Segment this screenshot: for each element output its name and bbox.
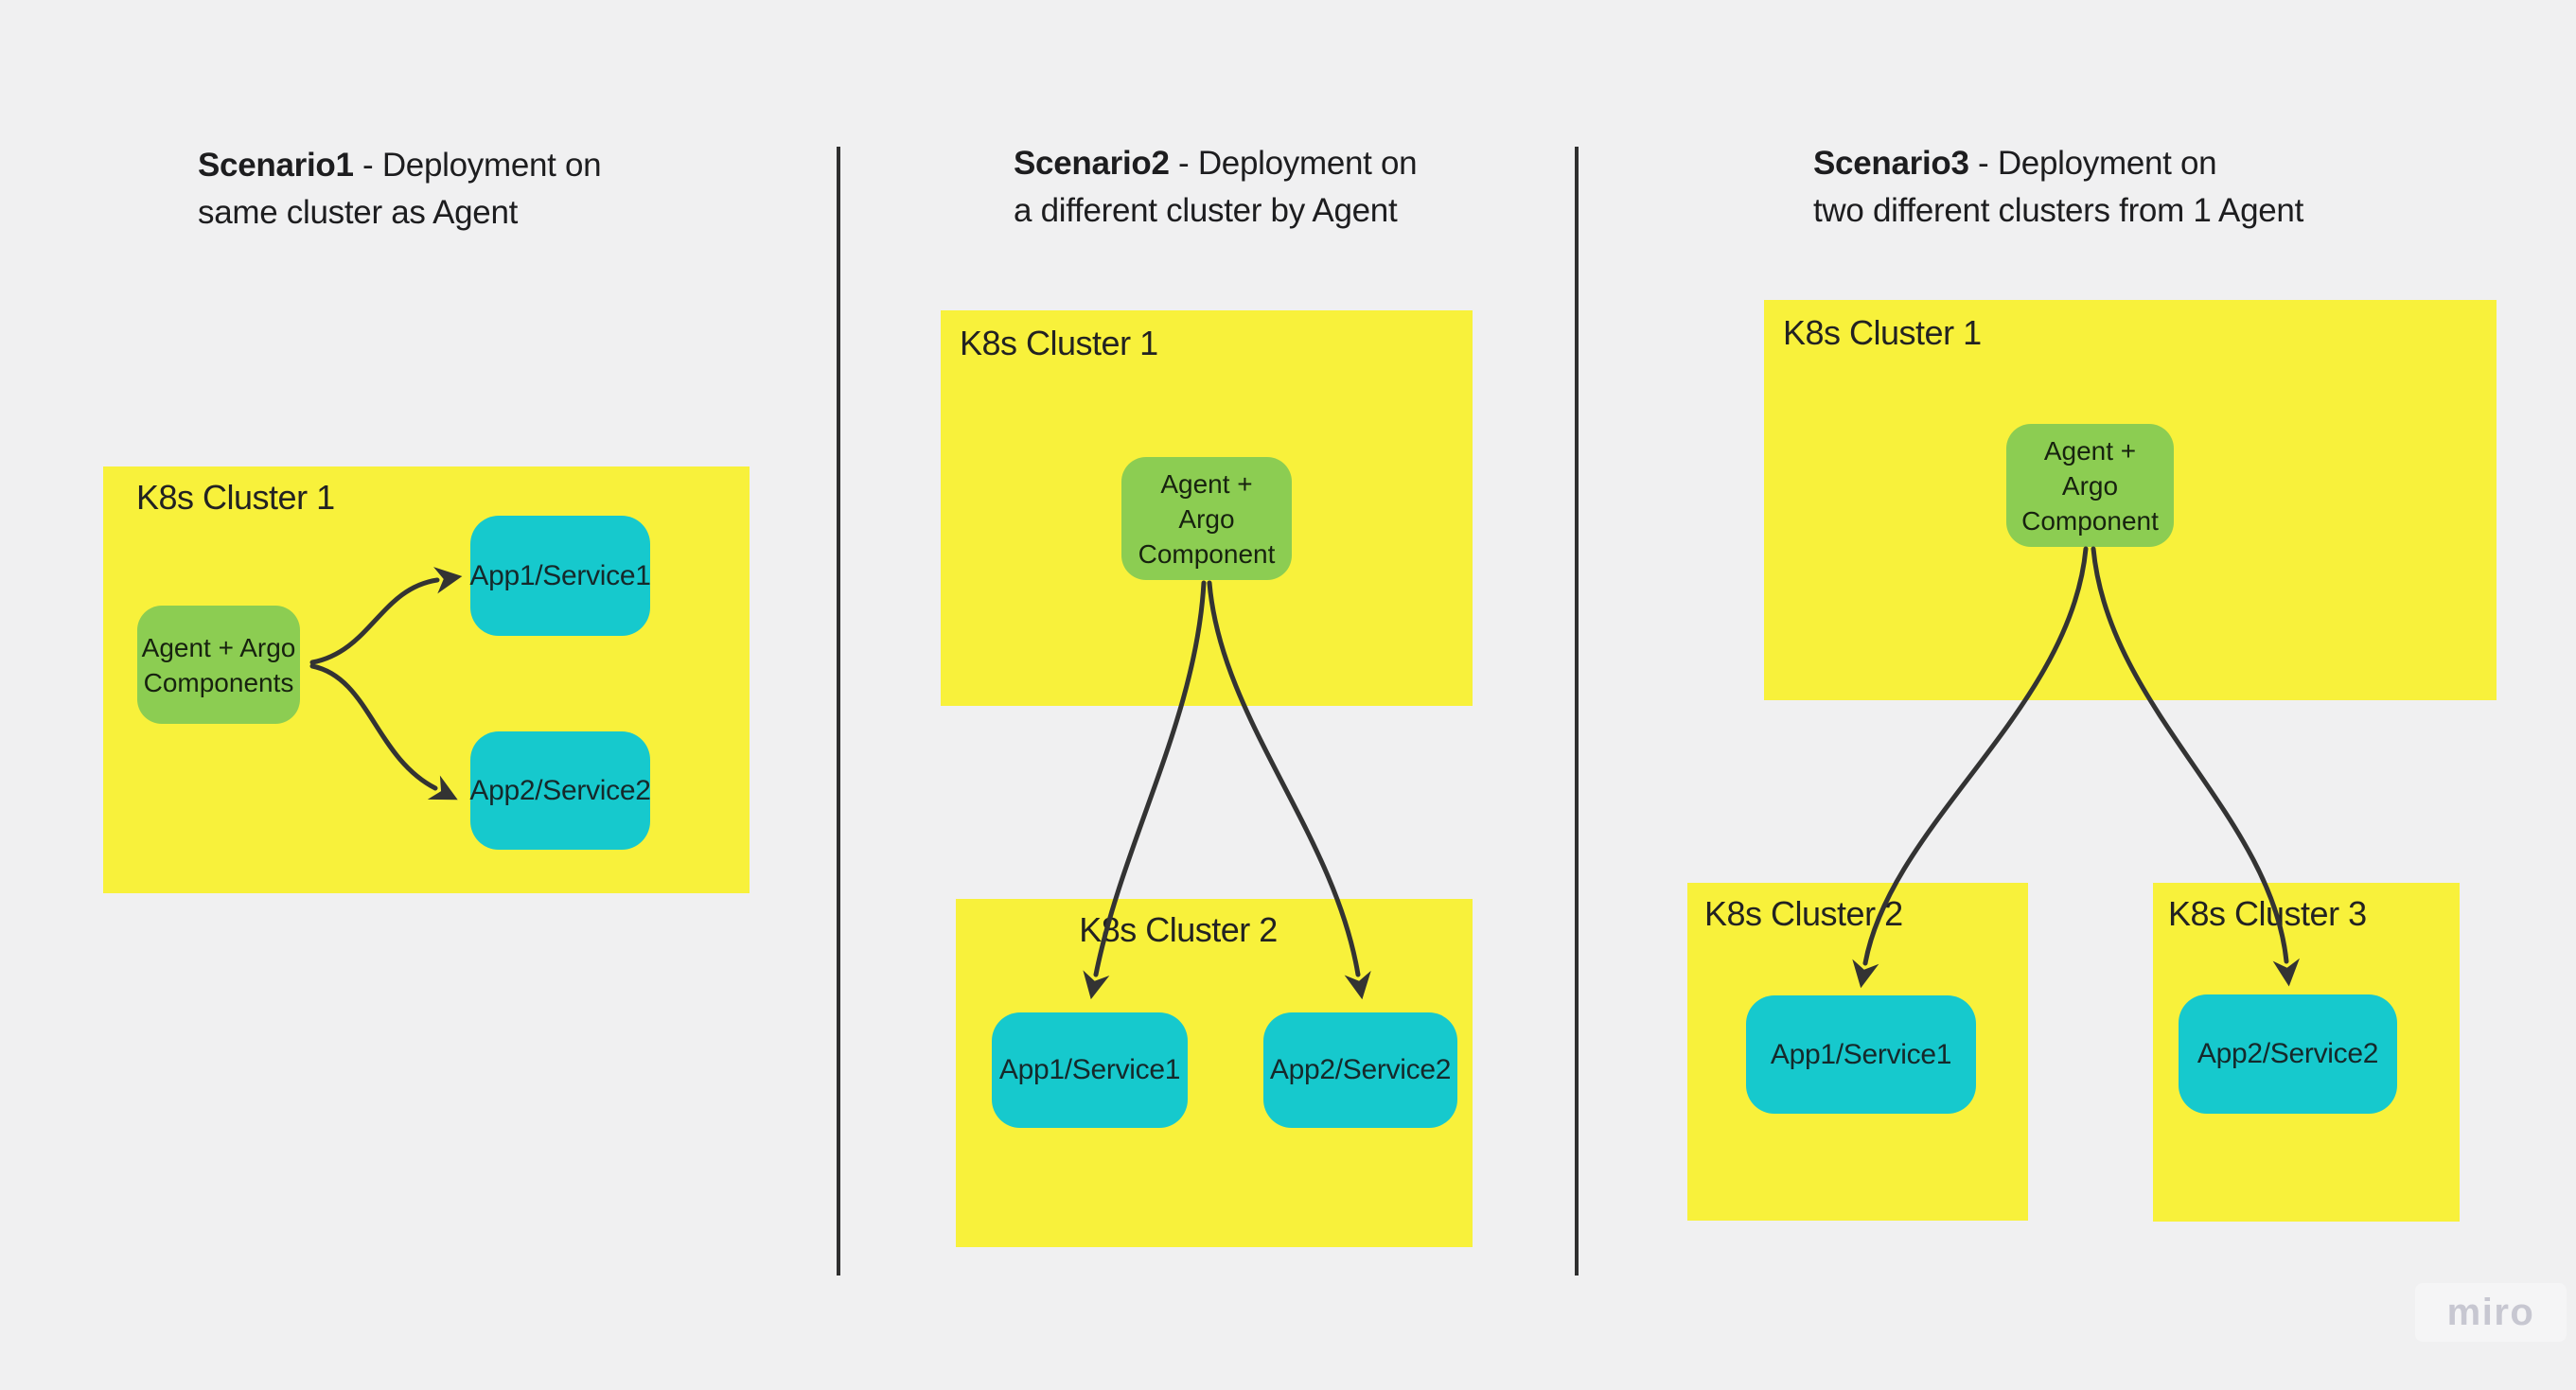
miro-watermark-chip[interactable]: miro xyxy=(2415,1283,2567,1342)
scenario1-k8s-cluster1-label: K8s Cluster 1 xyxy=(136,478,335,517)
scenario1-app1-service1-node[interactable]: App1/Service1 xyxy=(469,516,651,636)
scenario3-k8s-cluster2-label: K8s Cluster 2 xyxy=(1704,894,1903,933)
scenario2-arrow-agent-to-app1[interactable] xyxy=(1083,580,1207,1000)
scenario1-app2-service2-node[interactable]: App2/Service2 xyxy=(469,731,651,850)
scenario2-k8s-cluster1-label: K8s Cluster 1 xyxy=(960,324,1158,362)
scenario2-title-line2: a different cluster by Agent xyxy=(1014,192,1398,229)
scenario2-k8s-cluster2-label: K8s Cluster 2 xyxy=(1079,910,1278,949)
scenario1-title[interactable]: Scenario1 - Deployment on same cluster a… xyxy=(198,142,602,237)
scenario1-title-line2: same cluster as Agent xyxy=(198,194,519,231)
column-divider-line-2[interactable] xyxy=(1575,147,1579,1276)
scenario3-app1-service1-node[interactable]: App1/Service1 xyxy=(1746,995,1976,1114)
scenario3-agent-argo-node[interactable]: Agent + Argo Component xyxy=(2006,424,2174,547)
scenario2-title-rest: - Deployment on xyxy=(1169,145,1418,182)
scenario2-app2-service2-node[interactable]: App2/Service2 xyxy=(1263,1012,1457,1128)
scenario3-arrow-agent-to-cluster3-app2[interactable] xyxy=(2091,546,2300,987)
miro-logo: miro xyxy=(2446,1291,2535,1333)
scenario3-arrow-agent-to-cluster2-app1[interactable] xyxy=(1852,546,2089,989)
scenario3-title-line1: Scenario3 - Deployment on xyxy=(1813,140,2303,187)
scenario1-arrow-agent-to-app1[interactable] xyxy=(309,567,463,665)
scenario3-title[interactable]: Scenario3 - Deployment on two different … xyxy=(1813,140,2303,235)
scenario2-title[interactable]: Scenario2 - Deployment on a different cl… xyxy=(1014,140,1418,235)
scenario3-k8s-cluster1-label: K8s Cluster 1 xyxy=(1783,313,1982,352)
scenario3-title-line2: two different clusters from 1 Agent xyxy=(1813,192,2304,229)
column-divider-line-1[interactable] xyxy=(837,147,840,1276)
scenario1-title-bold: Scenario1 xyxy=(198,147,354,184)
scenario1-agent-argo-node[interactable]: Agent + Argo Components xyxy=(137,606,300,724)
scenario2-title-line1: Scenario2 - Deployment on xyxy=(1014,140,1418,187)
scenario1-title-rest: - Deployment on xyxy=(353,147,602,184)
scenario3-k8s-cluster3-label: K8s Cluster 3 xyxy=(2168,894,2367,933)
scenario2-app1-service1-node[interactable]: App1/Service1 xyxy=(992,1012,1188,1128)
scenario2-title-bold: Scenario2 xyxy=(1014,145,1170,182)
scenario1-arrow-agent-to-app2[interactable] xyxy=(309,663,458,801)
scenario2-arrow-agent-to-app2[interactable] xyxy=(1207,580,1371,1000)
scenario3-title-rest: - Deployment on xyxy=(1968,145,2217,182)
scenario3-app2-service2-node[interactable]: App2/Service2 xyxy=(2179,994,2397,1114)
scenario3-title-bold: Scenario3 xyxy=(1813,145,1969,182)
scenario2-agent-argo-node[interactable]: Agent + Argo Component xyxy=(1121,457,1292,580)
scenario1-title-line1: Scenario1 - Deployment on xyxy=(198,142,602,189)
